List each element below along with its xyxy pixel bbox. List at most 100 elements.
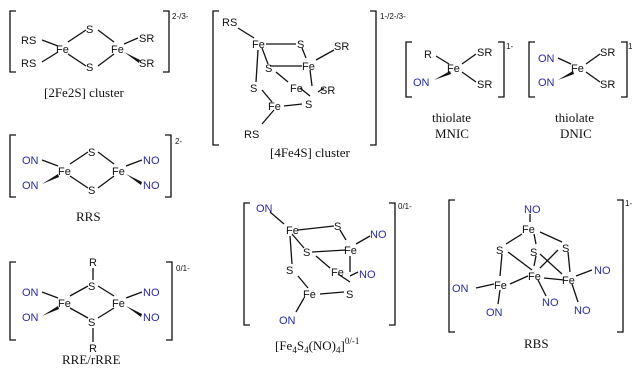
atom-fe-3: Fe	[331, 267, 344, 279]
atom-s-1: S	[334, 221, 341, 233]
atom-r-top: R	[89, 257, 97, 269]
charge-label: 1-/2-/3-	[380, 12, 406, 21]
atom-sr-top-right: SR	[139, 33, 154, 45]
atom-fe-middle: Fe	[528, 271, 541, 283]
caption: RRE/rRRE	[62, 352, 121, 367]
atom-fe-right: Fe	[562, 275, 575, 287]
atom-no-top: NO	[524, 204, 541, 216]
atom-sr-1: SR	[477, 47, 492, 59]
charge-label: 1-	[625, 199, 632, 208]
structure-2fe2s: RS RS Fe S S Fe SR SR 2-/3- [2Fe2S] clus…	[9, 10, 189, 100]
caption: [2Fe2S] cluster	[44, 85, 124, 100]
atom-s-1: S	[297, 39, 304, 51]
atom-s-3: S	[250, 83, 257, 95]
charge-label: 2-	[175, 137, 182, 146]
atom-fe-4: Fe	[303, 289, 316, 301]
atom-s-2: S	[303, 247, 310, 259]
atom-fe-left: Fe	[58, 166, 71, 178]
atom-fe: Fe	[571, 63, 584, 75]
atom-on-1: ON	[538, 53, 555, 65]
atom-no-top-right: NO	[143, 155, 160, 167]
atom-s-2: S	[530, 247, 537, 259]
atom-s-bottom: S	[88, 185, 95, 197]
atom-on-top-left: ON	[22, 287, 39, 299]
bracket-right	[166, 261, 173, 341]
charge-label: 2-/3-	[172, 12, 189, 21]
bracket-left	[9, 134, 16, 198]
bracket-left	[528, 41, 535, 98]
atom-s-top: S	[88, 281, 95, 293]
atom-s-bottom: S	[88, 317, 95, 329]
atom-fe-3: Fe	[290, 83, 303, 95]
caption-line-1: thiolate	[555, 110, 594, 125]
atom-on-top: ON	[256, 203, 273, 215]
atom-sr-2: SR	[320, 85, 335, 97]
atom-s-1: S	[496, 245, 503, 257]
charge-label: 0/1-	[176, 264, 190, 273]
atom-on-top-left: ON	[22, 155, 39, 167]
atom-sr-1: SR	[600, 47, 615, 59]
atom-fe-left: Fe	[56, 44, 69, 56]
atom-s-4: S	[305, 99, 312, 111]
structure-4fe4s: RS Fe S SR S Fe Fe SR S S Fe RS 1-/2-/3-…	[212, 10, 406, 160]
atom-s-4: S	[346, 289, 353, 301]
atom-sr-bottom-right: SR	[139, 58, 154, 70]
atom-fe-4: Fe	[268, 101, 281, 113]
structure-rbs: NO Fe S S S Fe Fe Fe ON ON NO NO NO 1- R…	[448, 199, 632, 351]
atom-r-bottom: R	[89, 343, 97, 355]
atom-no-top-right: NO	[143, 287, 160, 299]
atom-on-left-bottom: ON	[486, 307, 503, 319]
caption: [4Fe4S] cluster	[270, 145, 350, 160]
bracket-right	[498, 41, 505, 98]
atom-on-bottom-left: ON	[22, 312, 39, 324]
bracket-right	[617, 199, 624, 333]
atom-fe-2: Fe	[344, 245, 357, 257]
atom-sr-2: SR	[477, 79, 492, 91]
atom-sr-1: SR	[334, 41, 349, 53]
bracket-right	[621, 41, 628, 98]
atom-s-top: S	[86, 24, 93, 36]
atom-on: ON	[413, 77, 430, 89]
bracket-left	[243, 202, 250, 326]
charge-label: 1-	[628, 42, 632, 51]
atom-fe-2: Fe	[302, 61, 315, 73]
atom-on-bottom-left: ON	[22, 180, 39, 192]
atom-fe-left: Fe	[494, 280, 507, 292]
atom-s-3: S	[562, 243, 569, 255]
atom-on-2: ON	[538, 77, 555, 89]
atom-sr-2: SR	[600, 79, 615, 91]
atom-no-1: NO	[370, 229, 387, 241]
caption-formula: [Fe4S4(NO)4]0/-1	[275, 336, 359, 355]
caption-line-2: DNIC	[560, 126, 592, 141]
atom-fe-1: Fe	[286, 225, 299, 237]
bracket-right	[389, 202, 396, 326]
atom-rs-bottom: RS	[244, 129, 259, 141]
atom-no-middle-bottom: NO	[542, 297, 559, 309]
atom-s-top: S	[88, 147, 95, 159]
atom-no-2: NO	[359, 269, 376, 281]
atom-fe-right: Fe	[112, 298, 125, 310]
bracket-right	[370, 10, 377, 146]
atom-fe-right: Fe	[111, 44, 124, 56]
charge-label: 0/1-	[398, 202, 412, 211]
atom-fe-top: Fe	[522, 224, 535, 236]
structure-rre: R S S R ON ON Fe Fe NO NO 0/1- RRE/rRRE	[9, 257, 190, 367]
atom-fe: Fe	[447, 63, 460, 75]
bracket-left	[405, 41, 412, 98]
structure-mnic: R ON Fe SR SR 1- thiolate MNIC	[405, 41, 513, 141]
atom-s-bottom: S	[86, 62, 93, 74]
atom-rs-bottom-left: RS	[21, 58, 36, 70]
structure-dnic: ON ON Fe SR SR 1- thiolate DNIC	[528, 41, 632, 141]
bracket-left	[9, 10, 16, 73]
caption: RBS	[524, 336, 549, 351]
bracket-left	[448, 199, 455, 333]
atom-rs-top-left: RS	[21, 35, 36, 47]
atom-fe-1: Fe	[252, 39, 265, 51]
atom-fe-right: Fe	[112, 166, 125, 178]
atom-no-right: NO	[594, 265, 611, 277]
caption: RRS	[76, 209, 101, 224]
atom-rs-top: RS	[222, 17, 237, 29]
atom-no-bottom-right: NO	[143, 312, 160, 324]
atom-r: R	[424, 49, 432, 61]
bracket-right	[165, 134, 172, 198]
